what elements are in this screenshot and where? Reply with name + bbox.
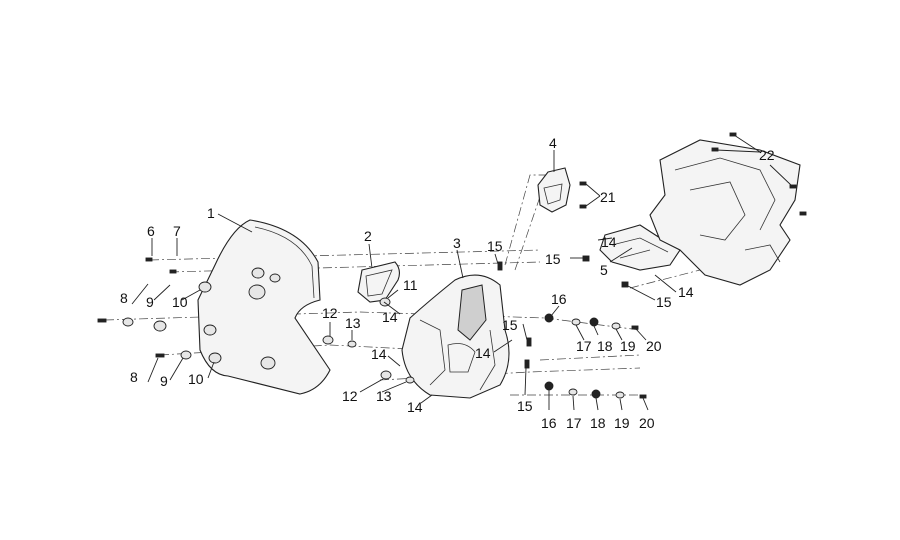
screw — [729, 132, 737, 137]
upper-bracket-clip — [537, 167, 571, 213]
bracket — [357, 261, 401, 303]
callout-19-lower: 19 — [614, 415, 630, 431]
support-frame-detail — [611, 237, 669, 259]
callout-18-upper: 18 — [597, 338, 613, 354]
screw — [789, 184, 797, 189]
clip-nut — [621, 281, 629, 288]
windscreen-mount-hole — [251, 267, 265, 279]
callout-8-lower: 8 — [130, 369, 138, 385]
screw — [526, 337, 532, 347]
washer — [571, 318, 581, 326]
callout-13-lower: 13 — [376, 388, 392, 404]
callout-15-b: 15 — [545, 251, 561, 267]
callout-14-d: 14 — [407, 399, 423, 415]
nut — [379, 297, 391, 307]
washer — [180, 350, 192, 360]
windscreen-mount-hole — [269, 273, 281, 283]
windscreen — [197, 219, 331, 395]
washer — [405, 376, 415, 384]
callout-18-lower: 18 — [590, 415, 606, 431]
callout-11: 11 — [403, 277, 418, 293]
callout-10-lower: 10 — [188, 371, 204, 387]
washer — [611, 322, 621, 330]
callout-15-a: 15 — [487, 238, 503, 254]
callout-5: 5 — [600, 262, 608, 278]
callout-12-lower: 12 — [342, 388, 358, 404]
clip-detail — [543, 183, 563, 205]
washer — [347, 340, 357, 348]
screw — [639, 394, 647, 399]
frame-details — [674, 157, 781, 263]
screw — [497, 261, 503, 271]
washer — [615, 391, 625, 399]
washer — [122, 317, 134, 327]
windscreen-mount-hole — [260, 356, 276, 370]
screw — [524, 359, 530, 369]
callout-15-d: 15 — [502, 317, 518, 333]
callout-10-upper: 10 — [172, 294, 188, 310]
callout-12-upper: 12 — [322, 305, 338, 321]
callout-14-e: 14 — [601, 234, 617, 250]
grommet — [198, 281, 212, 293]
callout-13-upper: 13 — [345, 315, 361, 331]
callout-3: 3 — [453, 235, 461, 251]
spacer — [380, 370, 392, 380]
callout-9-lower: 9 — [160, 373, 168, 389]
screw — [799, 211, 807, 216]
bracket-detail — [365, 269, 393, 297]
callout-16-upper: 16 — [551, 291, 567, 307]
screw — [145, 257, 153, 262]
support-frame — [599, 224, 681, 271]
callout-14-a: 14 — [382, 309, 398, 325]
callout-2: 2 — [364, 228, 372, 244]
screw — [579, 181, 587, 186]
callout-9-upper: 9 — [146, 294, 154, 310]
spacer — [322, 335, 334, 345]
callout-20-upper: 20 — [646, 338, 662, 354]
front-fairing — [401, 274, 510, 399]
callout-14-f: 14 — [678, 284, 694, 300]
leader-lines — [131, 134, 793, 411]
callout-7: 7 — [173, 223, 181, 239]
grommet — [153, 320, 167, 332]
callout-17-lower: 17 — [566, 415, 582, 431]
screw — [631, 325, 639, 330]
callout-21: 21 — [600, 189, 616, 205]
callout-labels: 1 2 3 4 5 6 7 8 8 9 9 10 10 11 12 12 13 … — [120, 135, 775, 431]
instrument-frame-assembly — [649, 139, 801, 286]
callout-20-lower: 20 — [639, 415, 655, 431]
screw — [169, 269, 177, 274]
callout-17-upper: 17 — [576, 338, 592, 354]
callout-14-c: 14 — [475, 345, 491, 361]
fairing-vent — [457, 284, 487, 341]
callout-19-upper: 19 — [620, 338, 636, 354]
bushing — [544, 381, 554, 391]
callout-1: 1 — [207, 205, 215, 221]
washer — [568, 388, 578, 396]
callout-4: 4 — [549, 135, 557, 151]
clip-nut — [582, 255, 590, 262]
screw — [97, 318, 107, 323]
callout-14-b: 14 — [371, 346, 387, 362]
grommet — [591, 389, 601, 399]
callout-15-e: 15 — [517, 398, 533, 414]
fairing-lines — [419, 319, 496, 391]
windscreen-mount-hole — [248, 284, 266, 300]
callout-15-c: 15 — [656, 294, 672, 310]
grommet — [208, 352, 222, 364]
windscreen-edge — [254, 226, 315, 299]
windscreen-mount-hole — [203, 324, 217, 336]
screw — [155, 353, 165, 358]
callout-22: 22 — [759, 147, 775, 163]
callout-6: 6 — [147, 223, 155, 239]
hardware-set — [97, 132, 807, 399]
grommet — [589, 317, 599, 327]
callout-8-upper: 8 — [120, 290, 128, 306]
screw — [711, 147, 719, 152]
screw — [579, 204, 587, 209]
callout-16-lower: 16 — [541, 415, 557, 431]
